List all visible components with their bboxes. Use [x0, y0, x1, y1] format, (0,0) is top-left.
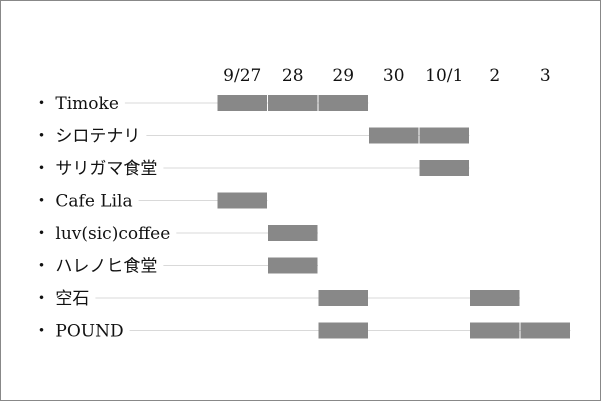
- x-tick-label: 28: [282, 66, 304, 86]
- row-label: ・ 空石: [33, 289, 89, 309]
- schedule-bar: [419, 127, 469, 144]
- x-tick-label: 29: [332, 66, 354, 86]
- schedule-bar: [268, 95, 318, 111]
- row-label: ・ luv(sic)coffee: [33, 224, 170, 244]
- schedule-bar: [217, 95, 267, 111]
- schedule-bar: [217, 192, 267, 209]
- row-label: ・ シロテナリ: [33, 127, 140, 147]
- schedule-bar: [318, 322, 368, 339]
- schedule-bar: [520, 322, 570, 339]
- schedule-bar: [268, 225, 318, 241]
- schedule-bar: [318, 95, 368, 111]
- row-label: ・ POUND: [33, 322, 124, 342]
- schedule-bar: [470, 290, 520, 306]
- x-tick-label: 30: [383, 66, 405, 86]
- x-tick-label: 3: [540, 66, 551, 86]
- row-label: ・ サリガマ食堂: [33, 159, 157, 179]
- schedule-bar: [470, 322, 520, 339]
- row-label: ・ Timoke: [33, 94, 119, 114]
- x-tick-label: 9/27: [223, 66, 261, 86]
- schedule-bar: [318, 290, 368, 306]
- schedule-bar: [268, 257, 318, 274]
- row-label: ・ Cafe Lila: [33, 192, 133, 212]
- row-label: ・ ハレノヒ食堂: [33, 257, 157, 277]
- schedule-bar: [369, 127, 419, 144]
- x-tick-label: 10/1: [425, 66, 463, 86]
- x-tick-label: 2: [489, 66, 500, 86]
- schedule-bar: [419, 160, 469, 176]
